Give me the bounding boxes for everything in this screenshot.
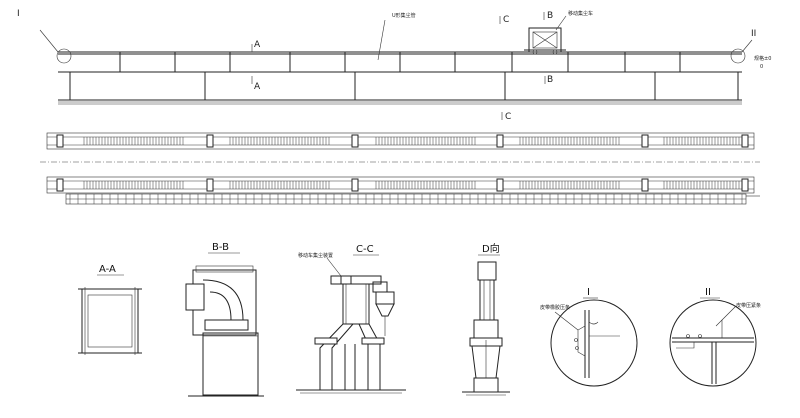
section-cc-title: C-C bbox=[356, 244, 374, 255]
view-d bbox=[462, 261, 510, 396]
section-bb bbox=[185, 265, 264, 397]
strip-joint bbox=[641, 134, 649, 148]
strip-joint bbox=[496, 134, 504, 148]
strip-joint bbox=[741, 178, 749, 192]
elevation-view bbox=[39, 12, 753, 120]
strip-joint bbox=[206, 134, 214, 148]
strip-joint bbox=[56, 178, 64, 192]
support-posts bbox=[69, 72, 739, 100]
grating-strip-bottom bbox=[56, 178, 749, 192]
section-c-top: C bbox=[503, 15, 509, 25]
plan-view bbox=[40, 132, 760, 205]
section-bb-title: B-B bbox=[212, 242, 229, 253]
detail-ii-note: 皮带压紧条 bbox=[736, 302, 761, 309]
section-a-bottom: A bbox=[254, 82, 261, 92]
mobile-cart-label: 移动集尘车 bbox=[568, 10, 593, 17]
strip-joint bbox=[641, 178, 649, 192]
detail-circle-i bbox=[56, 48, 72, 64]
detail-i bbox=[550, 299, 638, 387]
strip-joint bbox=[351, 134, 359, 148]
detail-i-title: I bbox=[587, 287, 590, 298]
strip-joint bbox=[741, 134, 749, 148]
right-note-1: 规格±0 bbox=[754, 55, 771, 62]
view-d-title: D向 bbox=[482, 242, 500, 255]
section-cc bbox=[296, 257, 406, 394]
marker-i-top: I bbox=[17, 9, 20, 19]
detail-ii-title: II bbox=[705, 287, 711, 298]
strip-joint bbox=[206, 178, 214, 192]
section-aa bbox=[78, 287, 142, 355]
section-cc-note: 移动车集尘装置 bbox=[298, 252, 333, 259]
rail-ladder bbox=[69, 194, 743, 204]
mobile-cart bbox=[524, 27, 566, 55]
section-aa-title: A-A bbox=[99, 264, 116, 275]
strip-joint bbox=[496, 178, 504, 192]
strip-joint bbox=[351, 178, 359, 192]
right-note-2: 0 bbox=[760, 64, 763, 70]
u-duct-label: U形集尘管 bbox=[392, 12, 416, 19]
section-c-bottom: C bbox=[505, 112, 511, 122]
detail-ii bbox=[669, 299, 757, 387]
detail-i-note: 皮带橡胶压条 bbox=[540, 304, 570, 311]
duct-segment-joints bbox=[119, 52, 681, 72]
section-a-top: A bbox=[254, 40, 261, 50]
strip-joint bbox=[56, 134, 64, 148]
section-b-bottom: B bbox=[547, 75, 553, 85]
section-b-top: B bbox=[547, 11, 553, 21]
grating-strip-top bbox=[56, 134, 749, 148]
detail-circle-ii bbox=[730, 48, 746, 64]
marker-ii-top: II bbox=[751, 29, 756, 39]
